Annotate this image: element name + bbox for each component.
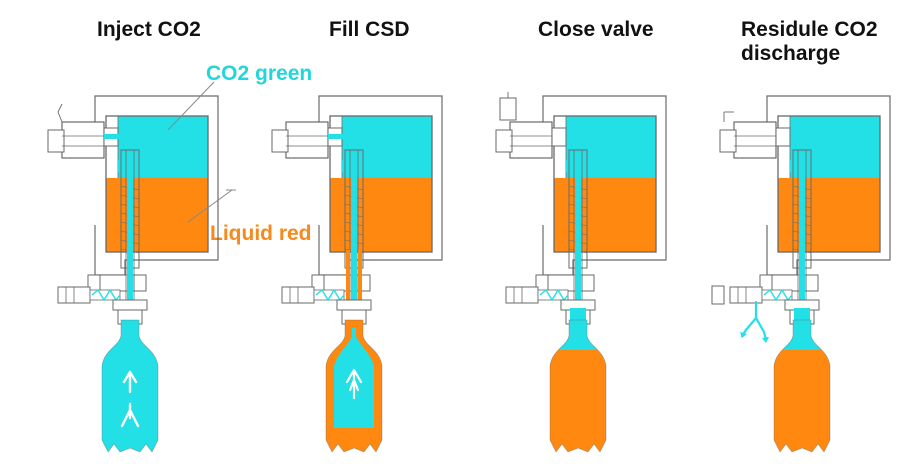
side-valve-block bbox=[285, 121, 329, 159]
legend-liquid-label: Liquid red bbox=[210, 222, 312, 245]
valve-panel-1 bbox=[47, 95, 219, 453]
valve-panel-4 bbox=[711, 95, 891, 453]
liquid-flow-right bbox=[358, 250, 362, 306]
tank-outline bbox=[553, 115, 657, 253]
tank-liquid-zone bbox=[778, 178, 880, 252]
base-flange bbox=[87, 274, 147, 292]
tank-outline bbox=[777, 115, 881, 253]
panel-title-discharge: Residule CO2 discharge bbox=[741, 18, 878, 65]
side-valve-knob bbox=[495, 129, 513, 153]
tank-liquid-zone bbox=[554, 178, 656, 252]
co2-leader-line bbox=[167, 81, 215, 131]
tank-outline bbox=[105, 115, 209, 253]
spring bbox=[315, 288, 345, 302]
side-valve-knob bbox=[719, 129, 737, 153]
legend-co2-label: CO2 green bbox=[206, 62, 313, 85]
co2-feed bbox=[566, 160, 590, 172]
base-flange bbox=[759, 274, 819, 292]
tank-outline bbox=[329, 115, 433, 253]
valve-panel-2 bbox=[271, 95, 443, 453]
liquid-flow-left bbox=[346, 250, 350, 306]
nozzle-flange bbox=[112, 299, 148, 311]
co2-tube bbox=[575, 168, 581, 304]
bottle-outline bbox=[549, 319, 607, 453]
tank-liquid-zone bbox=[330, 178, 432, 252]
co2-valve-port bbox=[328, 134, 344, 139]
exhaust-box bbox=[711, 285, 725, 305]
base-flange bbox=[535, 274, 595, 292]
neck-co2 bbox=[570, 308, 586, 322]
liquid-leader-line bbox=[187, 189, 233, 223]
side-valve-block bbox=[733, 121, 777, 159]
spring bbox=[763, 288, 793, 302]
panel-title-inject: Inject CO2 bbox=[97, 18, 201, 41]
co2-return-tube bbox=[351, 168, 357, 306]
side-valve-block bbox=[509, 121, 553, 159]
bottle-headspace-co2 bbox=[774, 320, 830, 350]
nozzle-flange bbox=[336, 299, 372, 311]
co2-tube bbox=[799, 168, 805, 304]
co2-valve-port bbox=[104, 134, 120, 139]
spring bbox=[539, 288, 569, 302]
spring bbox=[91, 288, 121, 302]
co2-flow-arrows bbox=[120, 370, 140, 428]
valve-panel-3 bbox=[495, 92, 667, 453]
side-valve-block bbox=[61, 121, 105, 159]
actuator-box bbox=[499, 97, 517, 121]
co2-feed bbox=[342, 160, 366, 172]
tank-liquid-zone bbox=[106, 178, 208, 252]
panel-title-fill: Fill CSD bbox=[329, 18, 410, 41]
side-valve-knob bbox=[271, 129, 289, 153]
bottle-headspace-co2 bbox=[550, 320, 606, 350]
co2-discharge-arrows bbox=[740, 300, 768, 342]
neck-co2 bbox=[794, 308, 810, 322]
bottle-outline bbox=[325, 319, 383, 453]
co2-flow-tube bbox=[127, 168, 133, 306]
co2-feed bbox=[118, 160, 142, 172]
bottle-outline bbox=[101, 319, 159, 453]
fill-arrows bbox=[345, 368, 363, 400]
bottle-outline bbox=[773, 319, 831, 453]
co2-feed bbox=[790, 160, 814, 172]
side-valve-knob bbox=[47, 129, 65, 153]
panel-title-close: Close valve bbox=[538, 18, 654, 41]
